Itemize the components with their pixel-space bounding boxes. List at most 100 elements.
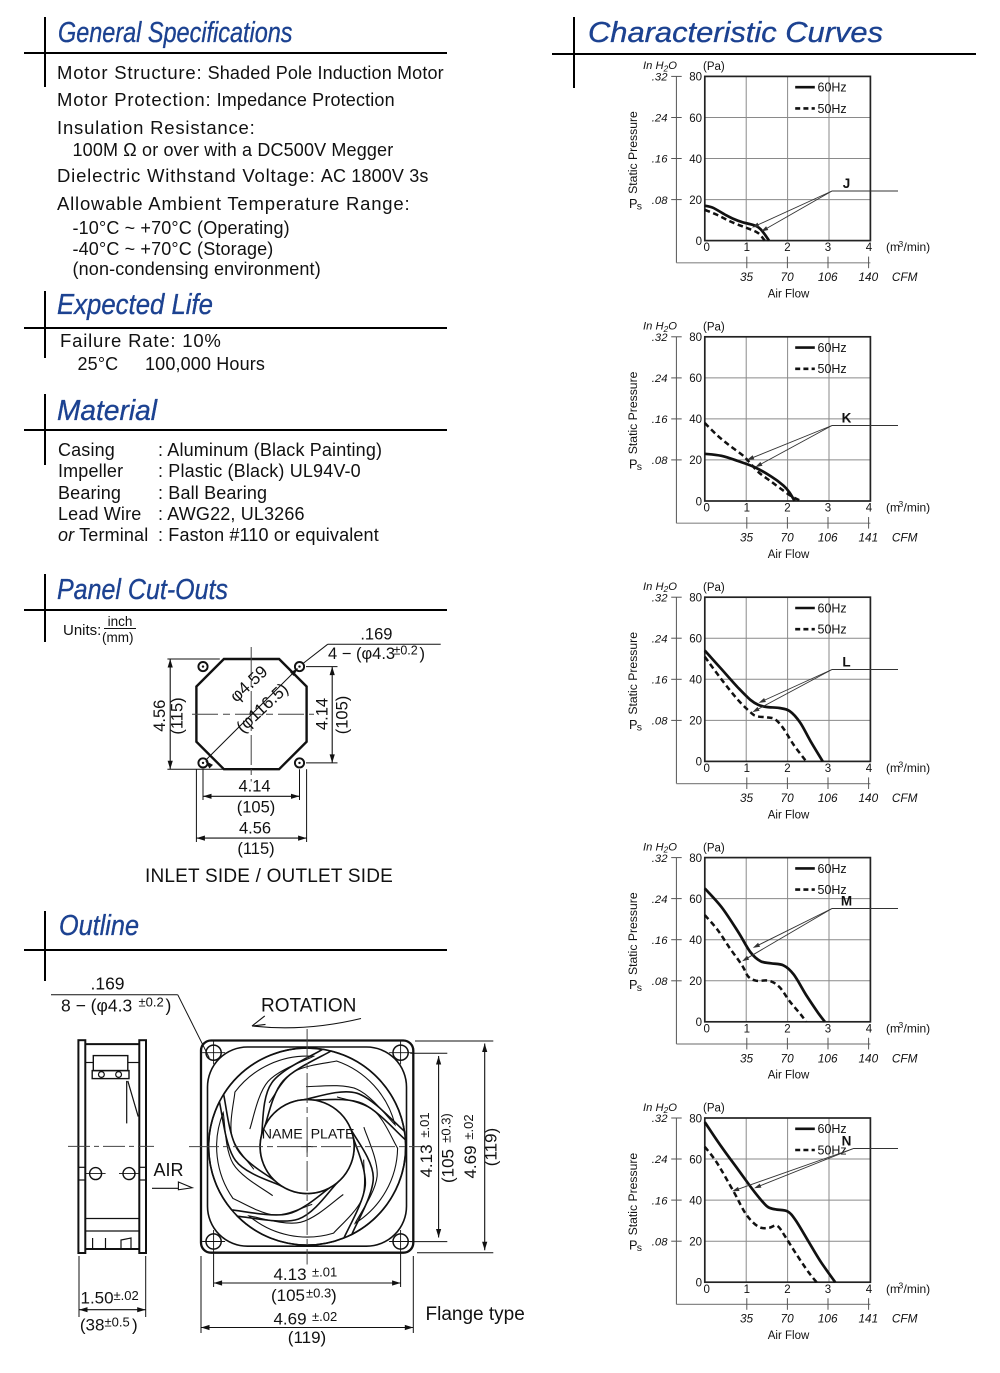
svg-text:70: 70 [781,531,795,545]
svg-text:2: 2 [784,763,790,775]
svg-text:1.50: 1.50 [81,1289,114,1308]
svg-text:60Hz: 60Hz [818,1122,847,1136]
svg-text:3: 3 [899,239,904,249]
svg-text:2: 2 [784,503,790,515]
svg-text:2: 2 [784,1284,790,1296]
svg-text:±.02: ±.02 [114,1288,139,1303]
svg-text:±0.3): ±0.3) [439,1113,454,1143]
svg-text:0: 0 [696,1278,702,1290]
svg-text:In H2O: In H2O [643,321,677,334]
svg-text:±.01: ±.01 [417,1112,432,1137]
svg-text:35: 35 [740,1051,754,1065]
svg-text:.24: .24 [652,1154,668,1166]
svg-text:40: 40 [689,935,702,947]
svg-text:0: 0 [696,236,702,248]
svg-text:4: 4 [866,1023,873,1035]
svg-text:3: 3 [899,760,904,770]
svg-text:): ) [132,1316,138,1335]
svg-text:Air Flow: Air Flow [768,289,810,301]
svg-text:Static Pressure: Static Pressure [626,632,640,715]
svg-text:.08: .08 [652,716,668,728]
svg-text:3: 3 [899,499,904,509]
svg-text:70: 70 [781,1312,795,1326]
svg-text:In H2O: In H2O [643,60,677,73]
svg-text:/min): /min) [904,501,931,515]
svg-text:Air Flow: Air Flow [768,1070,810,1082]
svg-text:Static Pressure: Static Pressure [626,111,640,194]
svg-text:60Hz: 60Hz [818,341,847,355]
svg-text:.32: .32 [652,592,668,604]
svg-text:(Pa): (Pa) [703,1103,725,1115]
svg-text:4: 4 [866,503,873,515]
svg-text:.32: .32 [652,72,668,84]
svg-text:.24: .24 [652,634,668,646]
svg-text:.24: .24 [652,113,668,125]
svg-text:P: P [629,457,637,471]
svg-text:60: 60 [689,894,702,906]
svg-text:1: 1 [744,503,750,515]
svg-text:(119): (119) [482,1128,501,1166]
svg-text:s: s [637,721,642,733]
svg-text:NAME PLATE: NAME PLATE [262,1127,355,1143]
svg-text:35: 35 [740,1312,754,1326]
svg-text:20: 20 [689,716,702,728]
svg-text:.16: .16 [652,414,668,426]
svg-text:±.02: ±.02 [461,1114,476,1139]
svg-text:.08: .08 [652,976,668,988]
svg-text:141: 141 [858,1312,878,1326]
svg-text:.16: .16 [652,154,668,166]
svg-text:AIR: AIR [154,1160,184,1180]
svg-text:P: P [629,718,637,732]
svg-text:CFM: CFM [892,1312,918,1326]
svg-text:/min): /min) [904,240,931,254]
svg-text:.16: .16 [652,1195,668,1207]
svg-text:(m: (m [886,761,900,775]
svg-text:): ) [420,645,426,663]
svg-text:4.13: 4.13 [417,1144,436,1177]
svg-text:N: N [842,1134,852,1149]
svg-text:40: 40 [689,414,702,426]
svg-text:(m: (m [886,1021,900,1035]
svg-text:3: 3 [899,1020,904,1030]
svg-text:80: 80 [689,593,702,605]
svg-text:2: 2 [784,1023,790,1035]
svg-text:2: 2 [784,242,790,254]
svg-text:80: 80 [689,1113,702,1125]
svg-text:Static Pressure: Static Pressure [626,371,640,454]
svg-text:.16: .16 [652,935,668,947]
svg-text:106: 106 [818,1312,838,1326]
svg-text:60Hz: 60Hz [818,862,847,876]
svg-text:±0.2: ±0.2 [139,995,164,1010]
svg-text:106: 106 [818,531,838,545]
svg-text:35: 35 [740,791,754,805]
svg-text:(105): (105) [334,696,352,735]
svg-text:40: 40 [689,1195,702,1207]
svg-text:Static Pressure: Static Pressure [626,892,640,975]
svg-text:.24: .24 [652,373,668,385]
svg-text:(Pa): (Pa) [703,582,725,594]
svg-text:CFM: CFM [892,1051,918,1065]
svg-text:±.01: ±.01 [312,1265,337,1280]
svg-text:(m: (m [886,501,900,515]
svg-text:P: P [629,1239,637,1253]
svg-text:Air Flow: Air Flow [768,1330,810,1342]
svg-text:0: 0 [696,757,702,769]
svg-text:3: 3 [825,503,831,515]
svg-text:±0.3: ±0.3 [306,1286,331,1301]
svg-text:50Hz: 50Hz [818,102,847,116]
svg-text:1: 1 [744,1284,750,1296]
svg-text:70: 70 [781,1051,795,1065]
svg-text:4.69: 4.69 [273,1310,306,1329]
svg-text:3: 3 [825,1284,831,1296]
svg-text:M: M [841,894,852,909]
svg-text:70: 70 [781,791,795,805]
svg-text:20: 20 [689,455,702,467]
svg-text:(105: (105 [271,1286,305,1305]
svg-text:CFM: CFM [892,531,918,545]
svg-text:.24: .24 [652,894,668,906]
svg-text:(Pa): (Pa) [703,842,725,854]
svg-text:ROTATION: ROTATION [261,996,356,1017]
svg-text:35: 35 [740,531,754,545]
svg-text:.32: .32 [652,1113,668,1125]
svg-text:0: 0 [703,1023,709,1035]
